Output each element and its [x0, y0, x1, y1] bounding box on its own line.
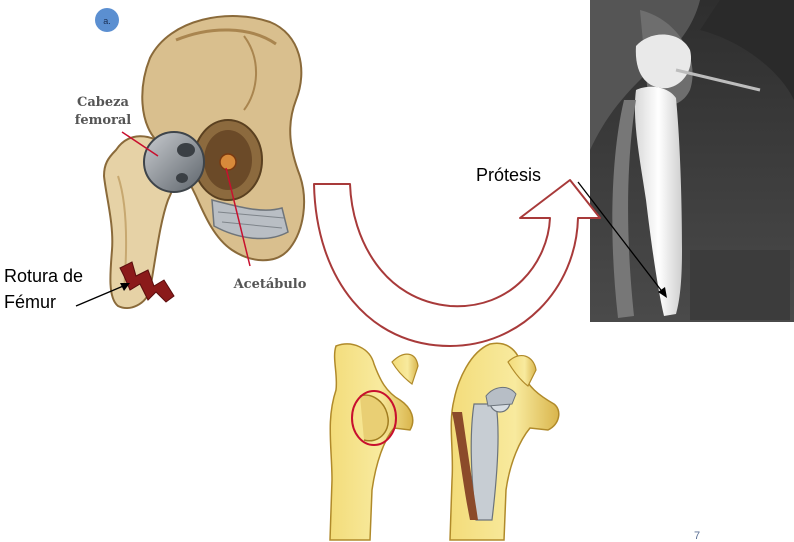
hip-comparison-illustration: [330, 343, 559, 540]
femoral-head-label-line1: Cabeza: [77, 95, 130, 110]
xray-image: [590, 0, 794, 322]
badge-label: a.: [103, 16, 111, 26]
fracture-label-line2: Fémur: [4, 291, 56, 313]
prosthesis-label: Prótesis: [476, 164, 541, 186]
curved-transition-arrow: [314, 180, 600, 346]
fracture-label-line1: Rotura de: [4, 265, 83, 287]
femoral-head-label-line2: femoral: [75, 113, 132, 128]
slide-number: 7: [694, 530, 700, 542]
acetabulum-label: Acetábulo: [233, 277, 307, 292]
